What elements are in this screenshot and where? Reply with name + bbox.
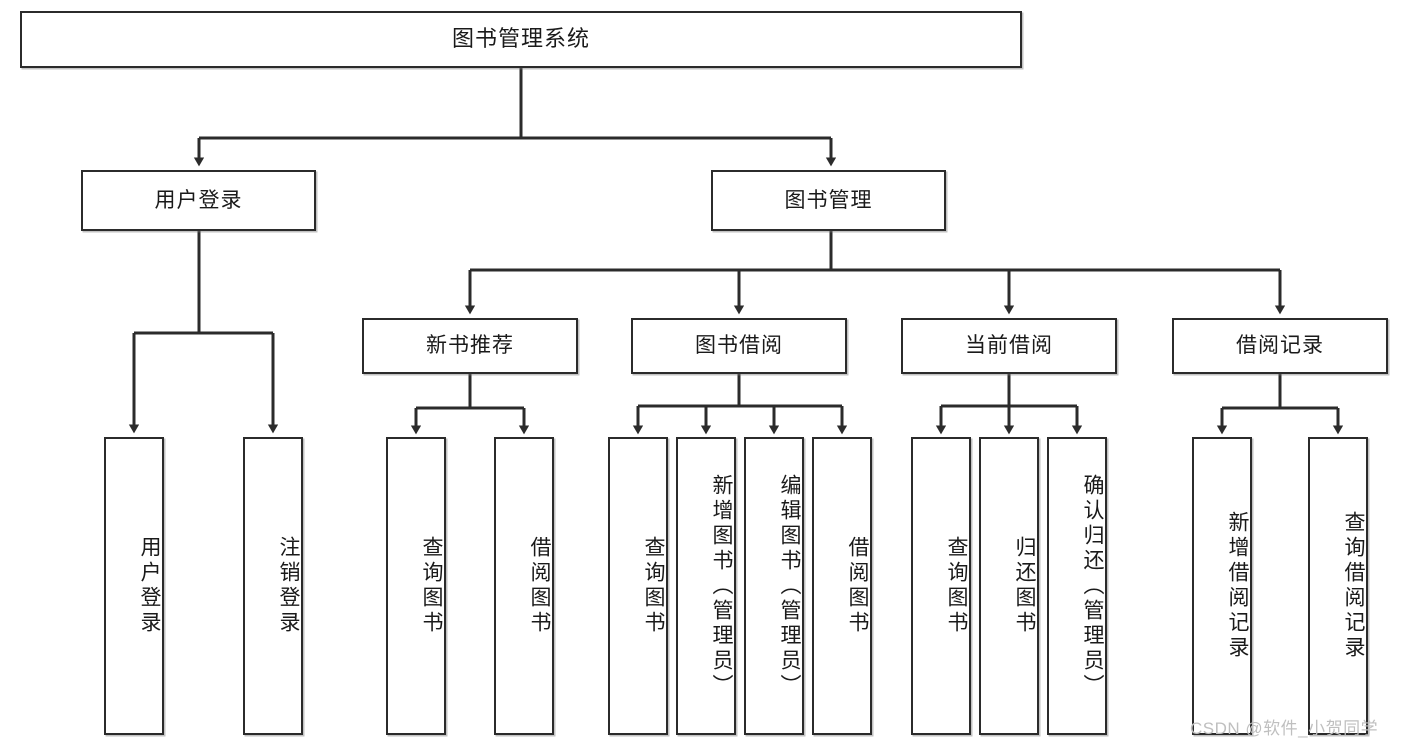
leaf-label: 借阅图书: [528, 536, 551, 636]
node-user-login[interactable]: 用户登录: [81, 170, 316, 231]
leaf-new-book-query[interactable]: 查询图书: [386, 437, 446, 735]
leaf-label: 查询图书: [642, 536, 665, 636]
node-book-borrow[interactable]: 图书借阅: [631, 318, 847, 374]
leaf-label: 确认归还（管理员）: [1081, 473, 1104, 699]
leaf-label: 查询借阅记录: [1342, 511, 1365, 661]
node-new-book-recommend[interactable]: 新书推荐: [362, 318, 578, 374]
leaf-user-login-login[interactable]: 用户登录: [104, 437, 164, 735]
leaf-label: 归还图书: [1013, 536, 1036, 636]
leaf-borrow-record-add[interactable]: 新增借阅记录: [1192, 437, 1252, 735]
node-current-borrow[interactable]: 当前借阅: [901, 318, 1117, 374]
node-borrow-record[interactable]: 借阅记录: [1172, 318, 1388, 374]
leaf-user-login-logout[interactable]: 注销登录: [243, 437, 303, 735]
leaf-label: 新增借阅记录: [1226, 511, 1249, 661]
leaf-label: 查询图书: [945, 536, 968, 636]
node-root-system[interactable]: 图书管理系统: [20, 11, 1022, 68]
leaf-new-book-borrow[interactable]: 借阅图书: [494, 437, 554, 735]
leaf-book-borrow-add[interactable]: 新增图书（管理员）: [676, 437, 736, 735]
leaf-borrow-record-query[interactable]: 查询借阅记录: [1308, 437, 1368, 735]
leaf-label: 用户登录: [138, 536, 161, 636]
watermark-text: CSDN @软件_小贺同学: [1190, 719, 1379, 738]
leaf-label: 编辑图书（管理员）: [778, 473, 801, 699]
leaf-label: 借阅图书: [846, 536, 869, 636]
leaf-book-borrow-borrow[interactable]: 借阅图书: [812, 437, 872, 735]
leaf-book-borrow-edit[interactable]: 编辑图书（管理员）: [744, 437, 804, 735]
leaf-label: 新增图书（管理员）: [710, 473, 733, 699]
leaf-current-borrow-query[interactable]: 查询图书: [911, 437, 971, 735]
leaf-current-borrow-return[interactable]: 归还图书: [979, 437, 1039, 735]
leaf-label: 查询图书: [420, 536, 443, 636]
node-book-management[interactable]: 图书管理: [711, 170, 946, 231]
leaf-book-borrow-query[interactable]: 查询图书: [608, 437, 668, 735]
leaf-current-borrow-confirm-return[interactable]: 确认归还（管理员）: [1047, 437, 1107, 735]
leaf-label: 注销登录: [277, 536, 300, 636]
